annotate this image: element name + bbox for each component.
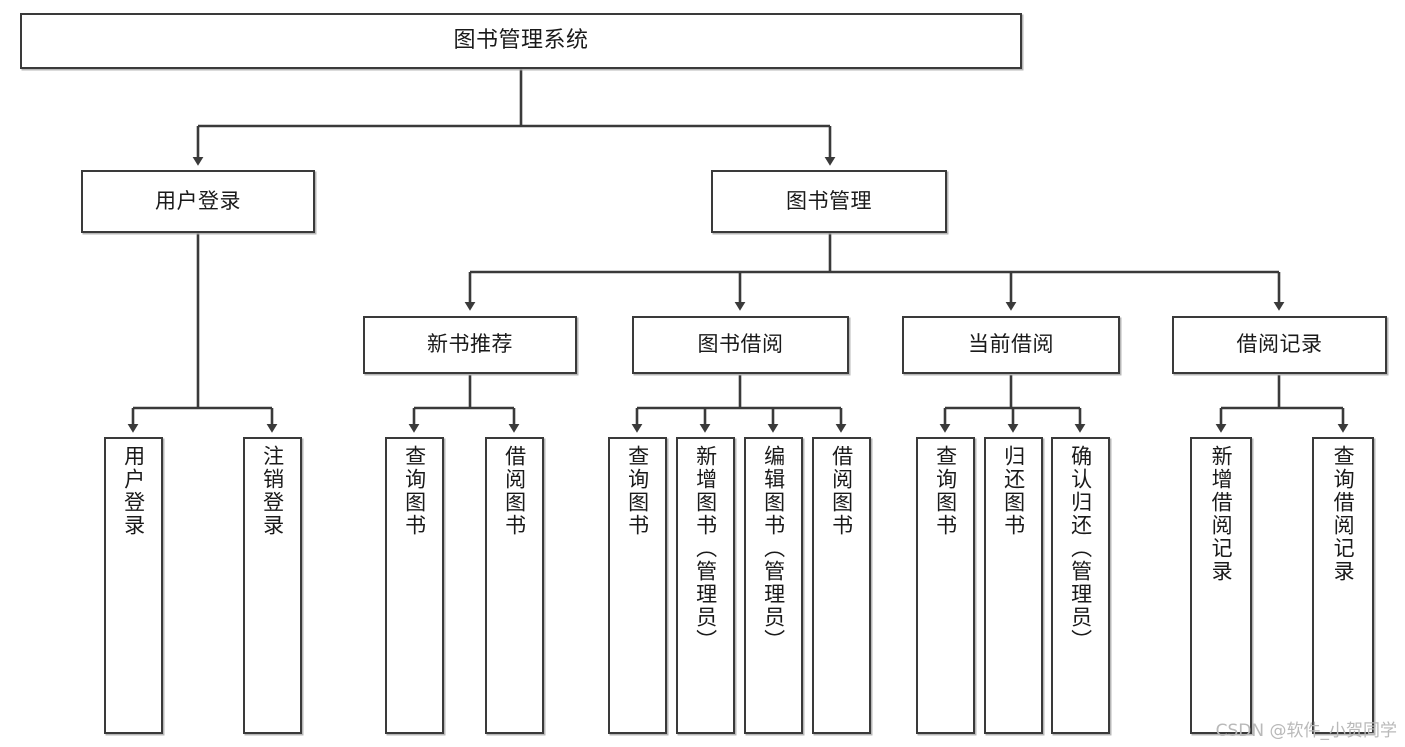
node-label: 查询图书 xyxy=(402,445,427,537)
node-label: 当前借阅 xyxy=(968,332,1054,357)
node-current-borrow[interactable]: 当前借阅 xyxy=(902,316,1120,374)
node-label: 注销登录 xyxy=(260,445,285,537)
leaf-user-login-signin[interactable]: 用户登录 xyxy=(104,437,163,734)
leaf-record-add-record[interactable]: 新增借阅记录 xyxy=(1190,437,1252,734)
leaf-borrow-add-book[interactable]: 新增图书（管理员） xyxy=(676,437,735,734)
node-label: 图书管理系统 xyxy=(453,27,589,53)
node-book-borrow[interactable]: 图书借阅 xyxy=(632,316,849,374)
leaf-recommend-query-book[interactable]: 查询图书 xyxy=(385,437,444,734)
node-label: 编辑图书（管理员） xyxy=(761,445,786,652)
leaf-borrow-query-book[interactable]: 查询图书 xyxy=(608,437,667,734)
node-label: 新增借阅记录 xyxy=(1209,445,1234,583)
node-label: 图书管理 xyxy=(786,188,872,213)
node-label: 新书推荐 xyxy=(427,332,513,357)
node-label: 用户登录 xyxy=(121,445,146,537)
leaf-current-query-book[interactable]: 查询图书 xyxy=(916,437,975,734)
leaf-user-login-signout[interactable]: 注销登录 xyxy=(243,437,302,734)
node-label: 确认归还（管理员） xyxy=(1068,445,1093,652)
leaf-current-confirm-return[interactable]: 确认归还（管理员） xyxy=(1051,437,1110,734)
node-label: 借阅图书 xyxy=(829,445,854,537)
watermark: CSDN @软件_小贺同学 xyxy=(1215,721,1397,741)
node-label: 图书借阅 xyxy=(697,332,784,357)
node-book-management[interactable]: 图书管理 xyxy=(711,170,947,233)
node-label: 新增图书（管理员） xyxy=(693,445,718,652)
leaf-recommend-borrow-book[interactable]: 借阅图书 xyxy=(485,437,544,734)
node-user-login[interactable]: 用户登录 xyxy=(81,170,315,233)
leaf-record-query-record[interactable]: 查询借阅记录 xyxy=(1312,437,1374,734)
node-label: 借阅图书 xyxy=(502,445,527,537)
leaf-borrow-edit-book[interactable]: 编辑图书（管理员） xyxy=(744,437,803,734)
node-new-book-recommend[interactable]: 新书推荐 xyxy=(363,316,577,374)
node-borrow-record[interactable]: 借阅记录 xyxy=(1172,316,1387,374)
node-label: 查询图书 xyxy=(625,445,650,537)
node-label: 用户登录 xyxy=(155,188,241,213)
node-label: 归还图书 xyxy=(1001,445,1026,537)
node-label: 借阅记录 xyxy=(1236,332,1323,357)
leaf-borrow-borrow-book[interactable]: 借阅图书 xyxy=(812,437,871,734)
leaf-current-return-book[interactable]: 归还图书 xyxy=(984,437,1043,734)
node-label: 查询图书 xyxy=(933,445,958,537)
node-label: 查询借阅记录 xyxy=(1331,445,1356,583)
node-root-system[interactable]: 图书管理系统 xyxy=(20,13,1022,69)
